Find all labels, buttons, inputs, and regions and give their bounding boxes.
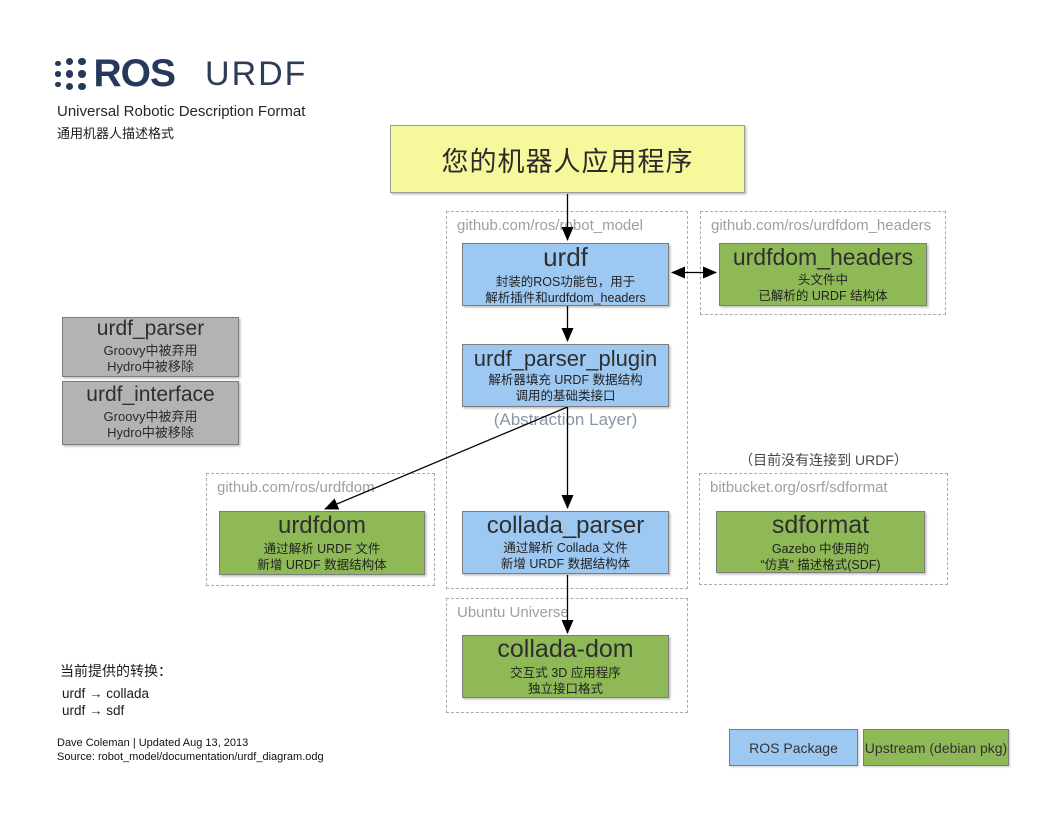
node-urdfdom-headers-desc: 头文件中 已解析的 URDF 结构体 — [758, 272, 888, 303]
node-urdfdom-title: urdfdom — [277, 512, 367, 540]
container-ubuntu-universe-label: Ubuntu Universe — [457, 604, 569, 621]
ros-logo-text: ROS — [93, 52, 177, 95]
node-urdfdom-headers: urdfdom_headers 头文件中 已解析的 URDF 结构体 — [719, 243, 927, 306]
node-robot-application: 您的机器人应用程序 — [390, 125, 745, 193]
node-urdf-parser-title: urdf_parser — [96, 317, 205, 341]
conversions-title: 当前提供的转换： — [60, 663, 172, 679]
abstraction-layer-label: (Abstraction Layer) — [493, 410, 638, 429]
footer-author: Dave Coleman | Updated Aug 13, 2013 — [57, 737, 249, 749]
sdformat-note: （目前没有连接到 URDF） — [739, 452, 908, 468]
container-urdfdom-headers: github.com/ros/urdfdom_headers — [700, 211, 946, 315]
node-collada-dom-desc: 交互式 3D 应用程序 独立接口格式 — [510, 666, 621, 696]
node-urdf-parser-plugin-desc: 解析器填充 URDF 数据结构 调用的基础类接口 — [488, 373, 643, 404]
legend-upstream-label: Upstream (debian pkg) — [864, 739, 1008, 756]
page-title: URDF — [205, 54, 308, 93]
legend-ros-package: ROS Package — [729, 729, 858, 766]
node-urdfdom-headers-title: urdfdom_headers — [732, 244, 914, 271]
node-collada-parser-title: collada_parser — [486, 511, 645, 539]
node-collada-dom: collada-dom 交互式 3D 应用程序 独立接口格式 — [462, 635, 669, 698]
container-urdfdom-headers-label: github.com/ros/urdfdom_headers — [711, 217, 932, 234]
container-urdfdom-label: github.com/ros/urdfdom — [217, 479, 375, 496]
node-sdformat: sdformat Gazebo 中使用的 “仿真” 描述格式(SDF) — [716, 511, 925, 573]
node-urdf-interface-desc: Groovy中被弃用 Hydro中被移除 — [103, 408, 198, 441]
node-sdformat-desc: Gazebo 中使用的 “仿真” 描述格式(SDF) — [760, 541, 881, 572]
node-collada-dom-title: collada-dom — [497, 635, 634, 663]
container-sdformat: bitbucket.org/osrf/sdformat — [699, 473, 948, 585]
footer-source: Source: robot_model/documentation/urdf_d… — [57, 751, 324, 763]
node-urdfdom: urdfdom 通过解析 URDF 文件 新增 URDF 数据结构体 — [219, 511, 425, 575]
node-collada-parser: collada_parser 通过解析 Collada 文件 新增 URDF 数… — [462, 511, 669, 574]
node-urdf-parser-plugin: urdf_parser_plugin 解析器填充 URDF 数据结构 调用的基础… — [462, 344, 669, 407]
node-urdf: urdf 封装的ROS功能包，用于 解析插件和urdfdom_headers — [462, 243, 669, 306]
conversion-urdf-sdf: urdf → sdf — [62, 703, 125, 718]
node-urdf-interface: urdf_interface Groovy中被弃用 Hydro中被移除 — [62, 381, 239, 445]
container-sdformat-label: bitbucket.org/osrf/sdformat — [710, 479, 888, 496]
node-urdf-desc: 封装的ROS功能包，用于 解析插件和urdfdom_headers — [485, 274, 646, 305]
node-urdf-parser: urdf_parser Groovy中被弃用 Hydro中被移除 — [62, 317, 239, 377]
node-collada-parser-desc: 通过解析 Collada 文件 新增 URDF 数据结构体 — [500, 541, 631, 572]
node-urdf-title: urdf — [543, 242, 588, 273]
ros-logo-icon — [55, 57, 86, 91]
conversion-urdf-collada: urdf → collada — [62, 686, 150, 701]
node-robot-application-label: 您的机器人应用程序 — [441, 146, 694, 177]
subtitle-english: Universal Robotic Description Format — [57, 103, 306, 120]
header: ROS URDF — [55, 52, 307, 96]
node-urdfdom-desc: 通过解析 URDF 文件 新增 URDF 数据结构体 — [257, 541, 387, 572]
node-sdformat-title: sdformat — [771, 510, 870, 539]
container-robot-model-label: github.com/ros/robot_model — [457, 217, 643, 234]
subtitle-chinese: 通用机器人描述格式 — [57, 126, 175, 141]
legend-upstream: Upstream (debian pkg) — [863, 729, 1009, 766]
node-urdf-interface-title: urdf_interface — [86, 383, 215, 407]
node-urdf-parser-plugin-title: urdf_parser_plugin — [473, 345, 658, 371]
legend-ros-package-label: ROS Package — [749, 739, 838, 756]
node-urdf-parser-desc: Groovy中被弃用 Hydro中被移除 — [103, 342, 198, 375]
